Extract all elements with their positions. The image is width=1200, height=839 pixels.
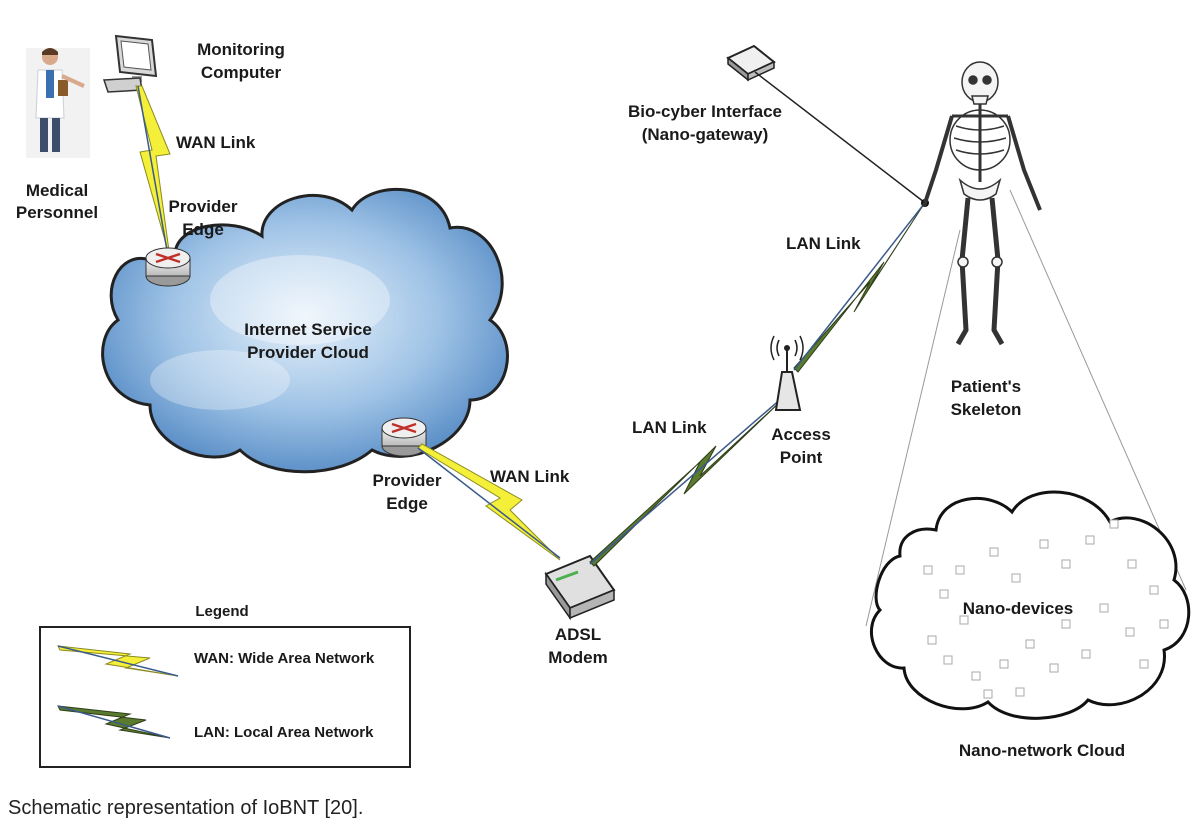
provider-edge-bottom-label-2: Edge: [386, 494, 428, 513]
bio-cyber-interface-icon: [726, 44, 776, 82]
skeleton-label-2: Skeleton: [951, 400, 1022, 419]
zoom-line-left: [865, 229, 961, 627]
monitoring-computer-label: Monitoring: [197, 40, 285, 59]
figure-caption: Schematic representation of IoBNT [20].: [8, 797, 364, 819]
skeleton-label: Patient's: [951, 377, 1021, 396]
monitoring-computer-label-2: Computer: [201, 63, 282, 82]
computer-icon: [102, 34, 158, 93]
isp-cloud: [101, 187, 509, 474]
isp-cloud-label-2: Provider Cloud: [247, 343, 369, 362]
wan-link-top-label: WAN Link: [176, 133, 256, 152]
nano-devices-label: Nano-devices: [963, 599, 1074, 618]
nano-network-cloud: [869, 490, 1191, 720]
lan-link-lower-bolt: [589, 397, 783, 567]
legend-box: [39, 626, 411, 768]
provider-edge-router-top: [145, 247, 191, 287]
zoom-line-right: [1009, 189, 1187, 591]
skeleton-icon: [922, 61, 1042, 346]
adsl-modem-label-2: Modem: [548, 648, 608, 667]
gateway-connector-line: [754, 71, 925, 203]
legend-wan-bolt: [57, 645, 179, 677]
provider-edge-top-label: Provider: [169, 197, 238, 216]
provider-edge-router-bottom: [381, 417, 427, 457]
bio-cyber-label-2: (Nano-gateway): [642, 125, 769, 144]
adsl-modem-icon: [544, 554, 616, 621]
legend-lan-label: LAN: Local Area Network: [194, 724, 374, 741]
provider-edge-top-label-2: Edge: [182, 220, 224, 239]
legend-title: Legend: [195, 603, 248, 620]
medical-personnel-label-2: Personnel: [16, 203, 98, 222]
doctor-icon: [26, 48, 90, 158]
legend-lan-bolt: [57, 705, 171, 739]
nano-network-cloud-label: Nano-network Cloud: [959, 741, 1125, 760]
access-point-label: Access: [771, 425, 831, 444]
adsl-modem-label: ADSL: [555, 625, 601, 644]
medical-personnel-label: Medical: [26, 181, 88, 200]
isp-cloud-label: Internet Service: [244, 320, 372, 339]
nano-devices-squares: [923, 519, 1169, 699]
access-point-label-2: Point: [780, 448, 823, 467]
lan-link-upper-label: LAN Link: [786, 234, 861, 253]
wan-link-bottom-label: WAN Link: [490, 467, 570, 486]
wan-link-bottom-bolt: [417, 443, 561, 561]
lan-link-upper-bolt: [793, 203, 925, 373]
bio-cyber-label: Bio-cyber Interface: [628, 102, 782, 121]
provider-edge-bottom-label: Provider: [373, 471, 442, 490]
lan-link-lower-label: LAN Link: [632, 418, 707, 437]
wan-link-top-bolt: [135, 85, 171, 259]
legend-wan-label: WAN: Wide Area Network: [194, 650, 375, 667]
access-point-icon: [770, 335, 804, 411]
